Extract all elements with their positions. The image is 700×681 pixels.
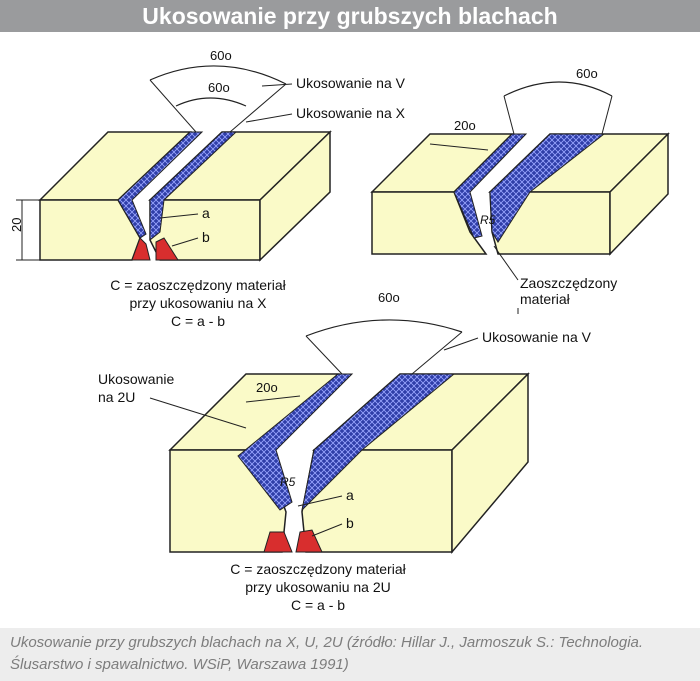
2u-label-a: a <box>346 487 354 503</box>
root-piece-a <box>131 237 151 261</box>
leader-a <box>159 213 199 219</box>
x-caption-line2: przy ukosowaniu na X <box>130 295 268 311</box>
leader-v <box>261 83 293 87</box>
u-bevel-angle-line <box>429 143 489 151</box>
2u-weld-bevel-right <box>301 373 456 512</box>
2u-leader-2u <box>149 397 247 429</box>
angle-label-inner: 60o <box>208 80 230 95</box>
2u-angle-leg-right <box>411 331 463 375</box>
2u-bevel-angle-label: 20o <box>256 380 278 395</box>
u-bevel-angle-label: 20o <box>454 118 476 133</box>
2u-root-piece-a <box>263 531 293 553</box>
2u-right-plate-side <box>451 372 529 555</box>
figure-caption: Ukosowanie przy grubszych blachach na X,… <box>10 634 644 673</box>
angle-arc-inner <box>175 97 247 107</box>
angle-leg-outer-right <box>229 83 287 133</box>
root-piece-b <box>155 237 179 261</box>
x-caption-line3: C = a - b <box>171 313 225 329</box>
u-bevel-diagram: 60o 20o R5 Zaoszczędzony materiał <box>370 66 670 314</box>
angle-label-outer: 60o <box>210 48 232 63</box>
2u-bevel-diagram: 60o Ukosowanie na V 20o Ukosowanie na 2U… <box>98 290 592 613</box>
u-weld-bevel-right <box>489 133 606 243</box>
2u-caption-line3: C = a - b <box>291 597 345 613</box>
2u-label-2u-line1: Ukosowanie <box>98 371 174 387</box>
2u-label-bevel-v: Ukosowanie na V <box>482 329 592 345</box>
2u-angle-label: 60o <box>378 290 400 305</box>
2u-root-piece-b <box>295 529 323 553</box>
u-saved-leader <box>493 245 519 281</box>
2u-angle-arc <box>305 319 463 337</box>
leader-x <box>245 113 293 123</box>
dimension-label: 20 <box>9 218 24 232</box>
u-weld-bevel-left <box>453 133 528 239</box>
leader-b <box>171 237 199 247</box>
welding-diagram: 20 60o 60o Ukosowanie na V Ukosowanie na… <box>0 32 700 628</box>
2u-label-b: b <box>346 515 354 531</box>
2u-bevel-angle-line <box>245 395 301 403</box>
x-bevel-diagram: 20 60o 60o Ukosowanie na V Ukosowanie na… <box>9 48 406 329</box>
2u-caption-line2: przy ukosowaniu na 2U <box>245 579 391 595</box>
2u-caption-line1: C = zaoszczędzony materiał <box>230 561 406 577</box>
2u-leader-b <box>311 523 343 537</box>
u-angle-leg-left <box>503 95 515 135</box>
2u-leader-v <box>443 337 479 351</box>
u-angle-leg-right <box>601 95 613 135</box>
u-angle-label: 60o <box>576 66 598 81</box>
u-saved-label-line2: materiał <box>520 291 571 307</box>
weld-bevel-right <box>149 131 238 242</box>
angle-arc-outer <box>149 65 287 85</box>
page-title: Ukosowanie przy grubszych blachach <box>0 0 700 32</box>
u-left-plate-front <box>371 191 488 255</box>
2u-label-2u-line2: na 2U <box>98 389 135 405</box>
2u-radius-label: R5 <box>280 475 296 489</box>
x-caption-line1: C = zaoszczędzony materiał <box>110 277 286 293</box>
2u-leader-a <box>297 495 343 507</box>
label-b: b <box>202 229 210 245</box>
label-a: a <box>202 205 210 221</box>
u-radius-label: R5 <box>480 213 496 227</box>
right-plate-side <box>259 130 331 262</box>
label-bevel-x: Ukosowanie na X <box>296 105 406 121</box>
angle-leg-outer-left <box>149 79 197 133</box>
u-right-plate-side <box>609 132 669 256</box>
label-bevel-v: Ukosowanie na V <box>296 75 406 91</box>
2u-angle-leg-left <box>305 335 343 375</box>
u-saved-label-line1: Zaoszczędzony <box>520 275 617 291</box>
u-angle-arc <box>503 81 613 97</box>
2u-weld-bevel-left <box>237 373 354 511</box>
